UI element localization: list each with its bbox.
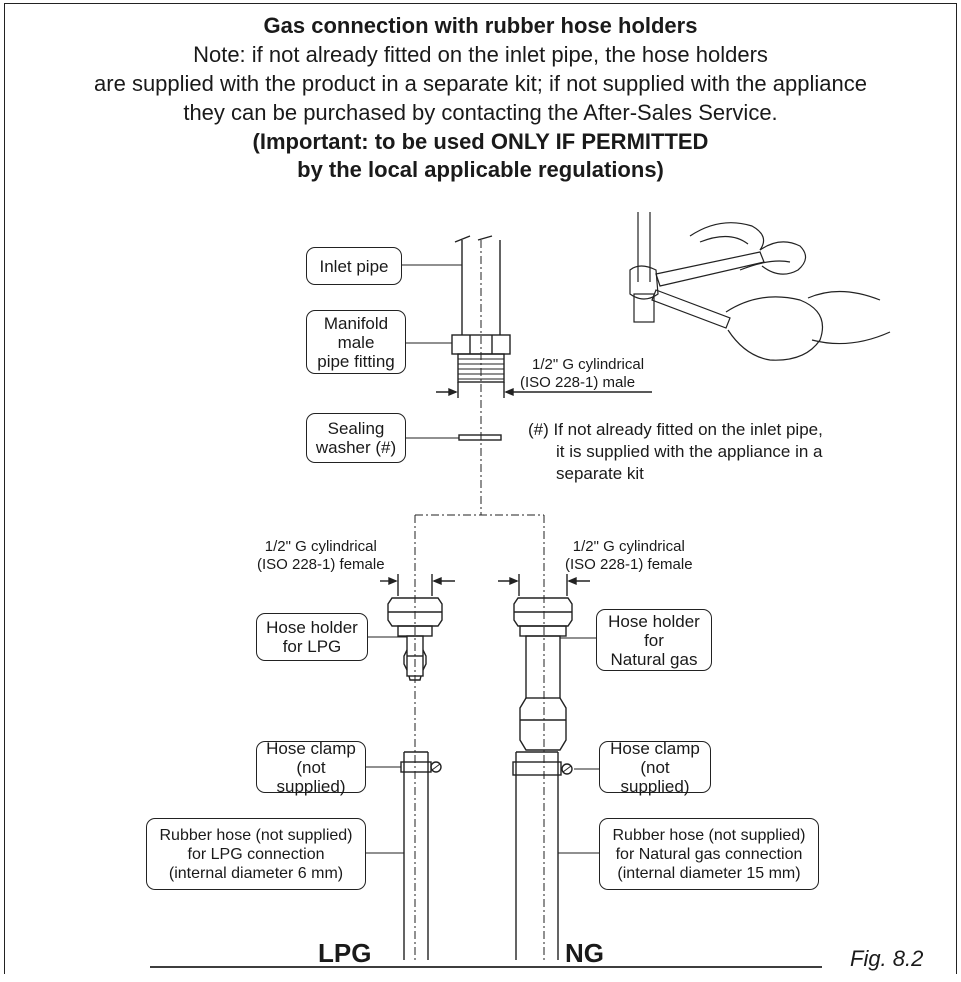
- diagram-title: Gas connection with rubber hose holders: [263, 13, 698, 38]
- hose-clamp-left-label: Hose clamp (not supplied): [256, 739, 366, 796]
- lpg-rubber-hose-drawing: [400, 751, 442, 960]
- figure-frame: [4, 3, 957, 974]
- important-line-2: by the local applicable regulations): [297, 157, 664, 182]
- ng-hose-holder-drawing: [498, 574, 590, 751]
- hose-holder-ng-label: Hose holder for Natural gas: [596, 609, 712, 671]
- hose-holder-lpg-label: Hose holder for LPG: [256, 613, 368, 661]
- important-line-1: (Important: to be used ONLY IF PERMITTED: [252, 129, 709, 154]
- hose-clamp-right-label: Hose clamp (not supplied): [599, 739, 711, 796]
- rubber-hose-ng-label: Rubber hose (not supplied) for Natural g…: [599, 818, 819, 890]
- manifold-fitting-label: Manifold male pipe fitting: [306, 310, 406, 374]
- sealing-washer-label: Sealing washer (#): [306, 413, 406, 463]
- inlet-pipe-label: Inlet pipe: [306, 247, 402, 285]
- lpg-hose-holder-drawing: [380, 574, 455, 681]
- figure-number: Fig. 8.2: [850, 946, 924, 971]
- female-thread-dimension-right: 1/2" G cylindrical (ISO 228-1) female: [565, 538, 693, 573]
- rubber-hose-lpg-label: Rubber hose (not supplied) for LPG conne…: [146, 818, 366, 890]
- ng-label: NG: [565, 938, 604, 968]
- sealing-washer-drawing: [458, 434, 502, 441]
- lpg-label: LPG: [318, 938, 372, 968]
- note-line-3: they can be purchased by contacting the …: [183, 100, 778, 125]
- note-line-2: are supplied with the product in a separ…: [94, 71, 867, 96]
- inlet-pipe-drawing: [436, 235, 652, 515]
- male-thread-dimension: 1/2" G cylindrical (ISO 228-1) male: [520, 356, 645, 391]
- ng-rubber-hose-drawing: [512, 751, 573, 960]
- female-thread-dimension-left: 1/2" G cylindrical (ISO 228-1) female: [257, 538, 385, 573]
- washer-footnote: (#) If not already fitted on the inlet p…: [528, 420, 823, 483]
- note-line-1: Note: if not already fitted on the inlet…: [193, 42, 768, 67]
- wrench-tightening-illustration: [629, 212, 891, 361]
